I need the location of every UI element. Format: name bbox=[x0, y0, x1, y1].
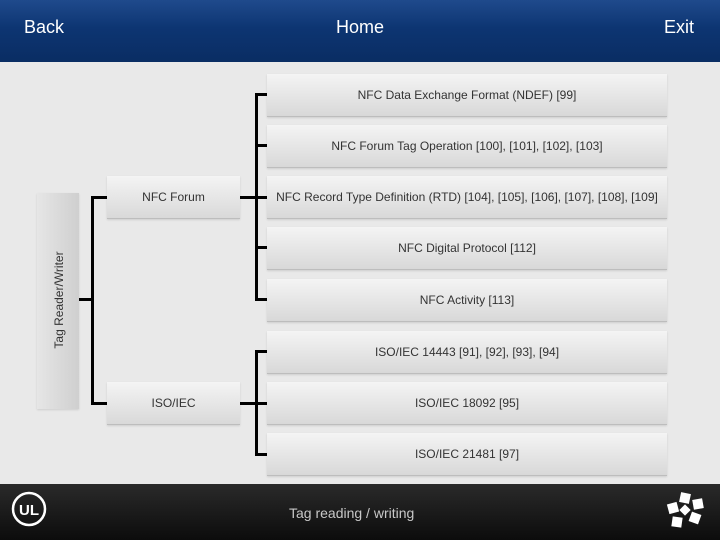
connector-line bbox=[240, 402, 258, 405]
item-box-nfc-activity[interactable]: NFC Activity [113] bbox=[267, 279, 667, 322]
connector-line bbox=[255, 298, 267, 301]
nfc-forum-label: NFC Forum bbox=[142, 190, 205, 204]
item-label: NFC Activity [113] bbox=[419, 293, 515, 307]
item-box-tag-operation[interactable]: NFC Forum Tag Operation [100], [101], [1… bbox=[267, 125, 667, 168]
connector-line bbox=[255, 246, 267, 249]
brand-logo-icon bbox=[666, 492, 704, 528]
connector-line bbox=[255, 402, 267, 405]
item-label: ISO/IEC 18092 [95] bbox=[414, 396, 520, 410]
connector-line bbox=[255, 93, 267, 96]
item-label: ISO/IEC 21481 [97] bbox=[414, 447, 520, 461]
header-bar: Back Home Exit bbox=[0, 0, 720, 62]
item-box-iso-21481[interactable]: ISO/IEC 21481 [97] bbox=[267, 433, 667, 476]
item-label: NFC Data Exchange Format (NDEF) [99] bbox=[357, 88, 577, 102]
item-box-ndef[interactable]: NFC Data Exchange Format (NDEF) [99] bbox=[267, 74, 667, 117]
nfc-forum-box[interactable]: NFC Forum bbox=[107, 176, 240, 219]
connector-line bbox=[78, 298, 94, 301]
ul-logo-text: UL bbox=[19, 502, 39, 519]
connector-line bbox=[255, 144, 267, 147]
connector-line bbox=[240, 196, 258, 199]
ul-logo-icon: UL bbox=[11, 491, 47, 527]
footer-title: Tag reading / writing bbox=[289, 505, 415, 521]
item-box-iso-14443[interactable]: ISO/IEC 14443 [91], [92], [93], [94] bbox=[267, 331, 667, 374]
footer-bar bbox=[0, 484, 720, 540]
back-button[interactable]: Back bbox=[24, 17, 65, 37]
item-label: ISO/IEC 14443 [91], [92], [93], [94] bbox=[374, 345, 560, 359]
connector-line bbox=[91, 402, 107, 405]
item-label: NFC Digital Protocol [112] bbox=[398, 241, 536, 255]
tag-reader-writer-box[interactable] bbox=[37, 193, 79, 409]
connector-line bbox=[255, 350, 267, 353]
iso-iec-label: ISO/IEC bbox=[151, 396, 196, 410]
connector-line bbox=[255, 196, 267, 199]
connector-line bbox=[91, 196, 107, 199]
home-button[interactable]: Home bbox=[336, 17, 385, 37]
connector-line bbox=[91, 196, 94, 405]
item-box-iso-18092[interactable]: ISO/IEC 18092 [95] bbox=[267, 382, 667, 425]
iso-iec-box[interactable]: ISO/IEC bbox=[107, 382, 240, 425]
tag-reader-writer-label: Tag Reader/Writer bbox=[52, 251, 66, 349]
exit-button[interactable]: Exit bbox=[664, 17, 695, 37]
item-label: NFC Forum Tag Operation [100], [101], [1… bbox=[331, 139, 603, 153]
item-box-digital-protocol[interactable]: NFC Digital Protocol [112] bbox=[267, 227, 667, 270]
item-box-rtd[interactable]: NFC Record Type Definition (RTD) [104], … bbox=[267, 176, 667, 219]
item-label: NFC Record Type Definition (RTD) [104], … bbox=[276, 190, 658, 204]
connector-line bbox=[255, 453, 267, 456]
